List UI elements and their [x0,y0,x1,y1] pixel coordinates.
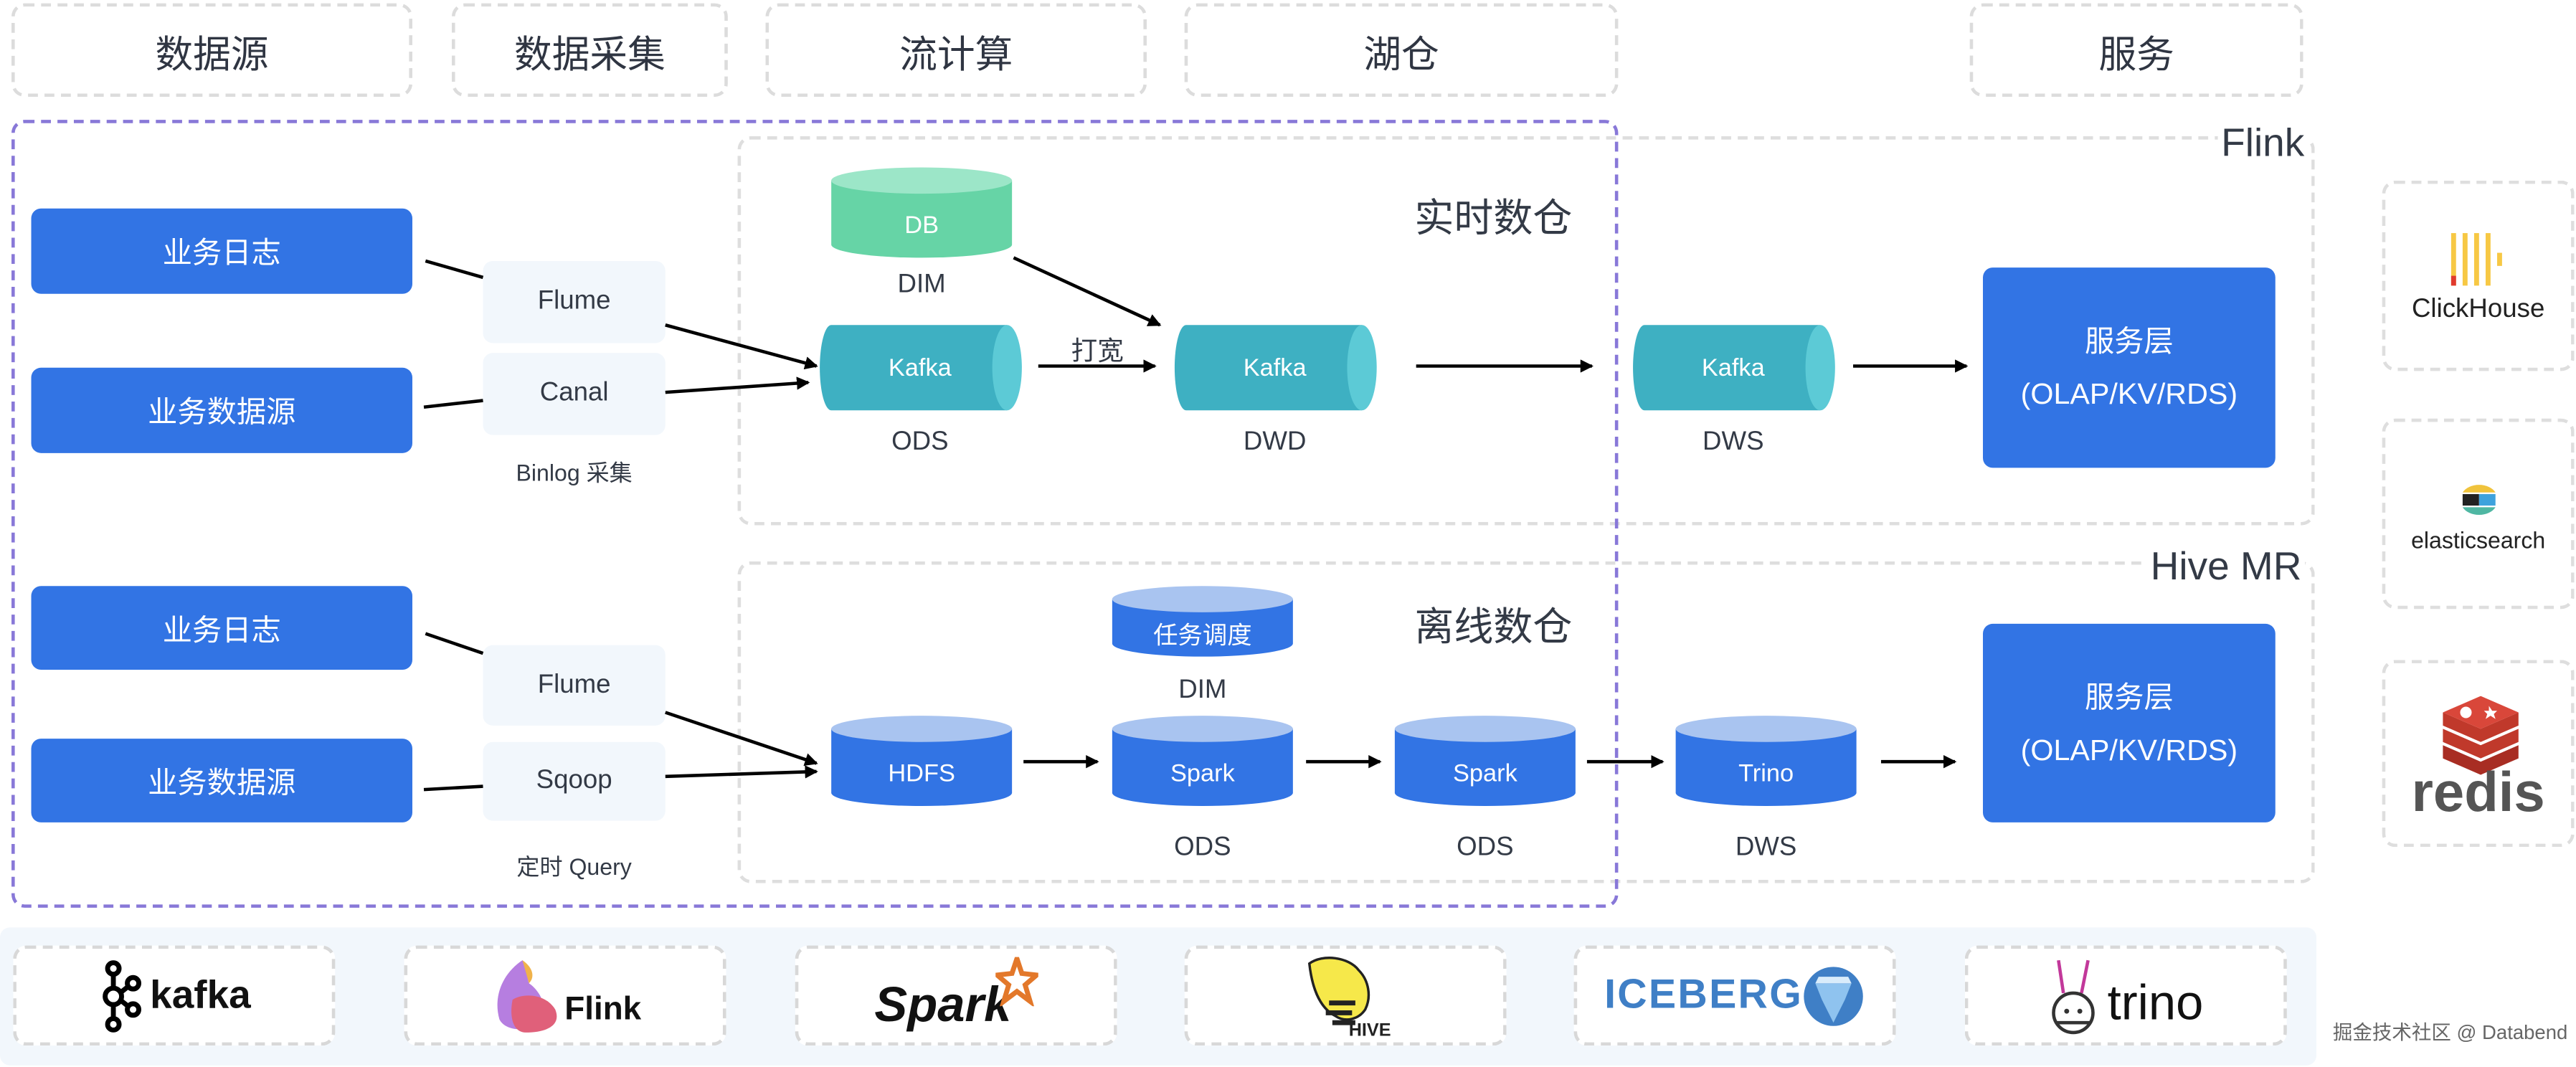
widen-edge-label: 打宽 [1071,338,1124,366]
collector-canal[interactable]: Canal [483,353,666,435]
kafka-ods-label: Kafka [888,354,952,382]
serving-layer-realtime[interactable]: 服务层 (OLAP/KV/RDS) [1982,267,2276,468]
serving-subtitle: (OLAP/KV/RDS) [2020,733,2238,766]
binlog-caption: Binlog 采集 [516,459,633,486]
collector-label: Sqoop [536,767,612,795]
store-label: ClickHouse [2411,295,2545,323]
header-data-source: 数据源 [11,3,412,98]
tech-logo-iceberg[interactable]: ICEBERG [1573,945,1896,1046]
spark1-caption: ODS [1174,833,1231,862]
hive-logo-icon: HIVE [1307,955,1391,1038]
tech-logo-kafka[interactable]: kafka [13,945,336,1046]
watermark: 掘金技术社区 @ Databend [2332,1020,2568,1044]
dim-caption: DIM [897,270,946,299]
tech-logo-trino[interactable]: trino [1964,945,2287,1046]
trino-logo-icon [2051,959,2095,1034]
trino-label: Trino [1738,759,1794,787]
collector-flume-offline[interactable]: Flume [483,645,666,726]
elasticsearch-logo-icon [2462,485,2496,516]
header-data-collection: 数据采集 [451,3,728,98]
header-service: 服务 [1969,3,2303,98]
dim-db-label: DB [904,211,939,240]
serving-subtitle: (OLAP/KV/RDS) [2020,377,2238,411]
realtime-warehouse-title: 实时数仓 [1414,196,1573,242]
store-label: elasticsearch [2411,526,2546,554]
source-label: 业务数据源 [148,765,296,799]
header-label: 湖仓 [1363,32,1439,75]
source-label: 业务日志 [162,236,281,270]
dws-caption: DWS [1703,428,1764,457]
tech-logo-label: Flink [564,991,642,1028]
store-card-clickhouse[interactable]: ClickHouse [2382,180,2575,371]
header-stream-compute: 流计算 [765,3,1147,98]
tech-logo-flink[interactable]: Flink [404,945,726,1046]
iceberg-logo-icon [1804,966,1864,1025]
tech-logo-label: Spark [874,977,1012,1032]
engine-label-flink: Flink [2217,121,2308,168]
collector-flume[interactable]: Flume [483,260,666,343]
hdfs-label: HDFS [888,759,955,787]
scheduled-query-caption: 定时 Query [516,853,632,881]
store-label: redis [2411,762,2545,825]
offline-warehouse-title: 离线数仓 [1414,605,1573,650]
serving-title: 服务层 [2085,325,2174,359]
serving-layer-offline[interactable]: 服务层 (OLAP/KV/RDS) [1982,623,2276,822]
clickhouse-logo-icon [2450,233,2502,286]
scheduler-label: 任务调度 [1153,621,1252,650]
trino-caption: DWS [1735,833,1797,862]
tech-logo-label: ICEBERG [1604,972,1804,1018]
source-business-db-offline[interactable]: 业务数据源 [31,739,412,822]
kafka-logo-icon [103,959,142,1032]
ods-caption: ODS [891,428,949,457]
spark-star-icon [995,956,1038,1006]
kafka-dws-label: Kafka [1701,354,1765,382]
collector-label: Canal [539,379,609,407]
source-business-log[interactable]: 业务日志 [31,208,412,294]
dwd-caption: DWD [1243,428,1307,457]
store-card-elasticsearch[interactable]: elasticsearch [2382,418,2575,610]
header-label: 数据源 [155,32,269,75]
header-label: 服务 [2098,32,2174,75]
tech-logo-label: kafka [150,972,251,1018]
engine-label-hive-mr: Hive MR [2147,545,2306,592]
tech-stack-bar [0,927,2317,1066]
spark2-caption: ODS [1457,833,1514,862]
collector-sqoop[interactable]: Sqoop [483,741,666,821]
header-lakehouse: 湖仓 [1184,3,1619,98]
collector-label: Flume [537,287,611,316]
spark1-label: Spark [1170,759,1235,787]
redis-logo-icon [2443,696,2519,775]
store-card-redis[interactable]: redis [2382,660,2575,848]
collector-label: Flume [537,670,611,699]
ingest-zone [11,120,1619,908]
tech-logo-label: HIVE [1349,1019,1391,1038]
header-label: 流计算 [899,32,1013,75]
kafka-dwd-label: Kafka [1243,354,1307,382]
flink-logo-icon [496,959,557,1032]
tech-logo-spark[interactable]: Spark [795,945,1117,1046]
serving-title: 服务层 [2085,680,2174,713]
header-label: 数据采集 [514,32,666,75]
tech-logo-label: trino [2107,975,2204,1030]
offline-dim-caption: DIM [1178,676,1227,705]
tech-logo-hive[interactable]: HIVE [1184,945,1507,1046]
spark2-label: Spark [1452,759,1517,787]
source-business-log-offline[interactable]: 业务日志 [31,586,412,670]
source-label: 业务数据源 [148,395,296,429]
source-business-db[interactable]: 业务数据源 [31,367,412,453]
source-label: 业务日志 [162,613,281,646]
